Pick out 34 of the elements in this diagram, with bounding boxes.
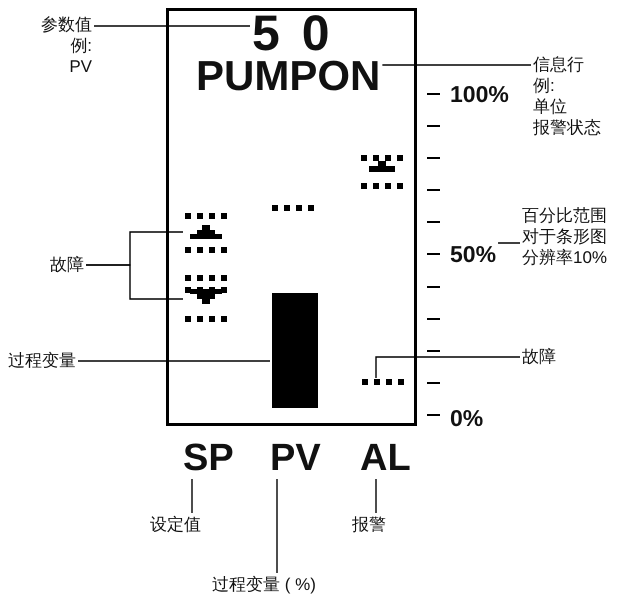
callout-label: 参数值	[41, 14, 92, 35]
callout-label: 报警	[352, 514, 386, 535]
scale-label: 100%	[450, 81, 509, 107]
callout-note: 单位	[533, 96, 567, 117]
callout-label: 故障	[522, 346, 556, 367]
leader-line	[191, 479, 193, 513]
level-bar	[272, 293, 318, 408]
callout-note: PV	[69, 56, 92, 77]
leader-line	[498, 242, 520, 244]
leader-line	[276, 479, 278, 573]
leader-line	[94, 25, 250, 27]
up-triangle-icon	[185, 213, 227, 253]
callout-label: 百分比范围对于条形图分辨率10%	[522, 205, 612, 268]
callout-note: 例:	[70, 35, 92, 56]
callout-label: 过程变量 ( %)	[212, 574, 316, 595]
column-label: PV	[270, 438, 321, 478]
down-triangle-icon	[185, 275, 227, 322]
leader-line	[78, 360, 270, 362]
leader-line	[382, 64, 531, 66]
leader-line	[375, 356, 520, 378]
callout-label: 设定值	[150, 514, 201, 535]
callout-note: 报警状态	[533, 117, 601, 138]
leader-line	[375, 479, 377, 513]
dotted-marker-icon	[362, 379, 404, 385]
scale-label: 0%	[450, 405, 484, 431]
callout-label: 故障	[50, 254, 84, 275]
column-label: AL	[360, 438, 411, 478]
scale-label: 50%	[450, 241, 496, 267]
column-label: SP	[183, 438, 234, 478]
callout-label: 过程变量	[8, 350, 76, 371]
callout-label: 信息行	[533, 54, 584, 75]
leader-line	[86, 264, 183, 300]
callout-note: 例:	[533, 75, 555, 96]
display-panel	[166, 8, 417, 426]
